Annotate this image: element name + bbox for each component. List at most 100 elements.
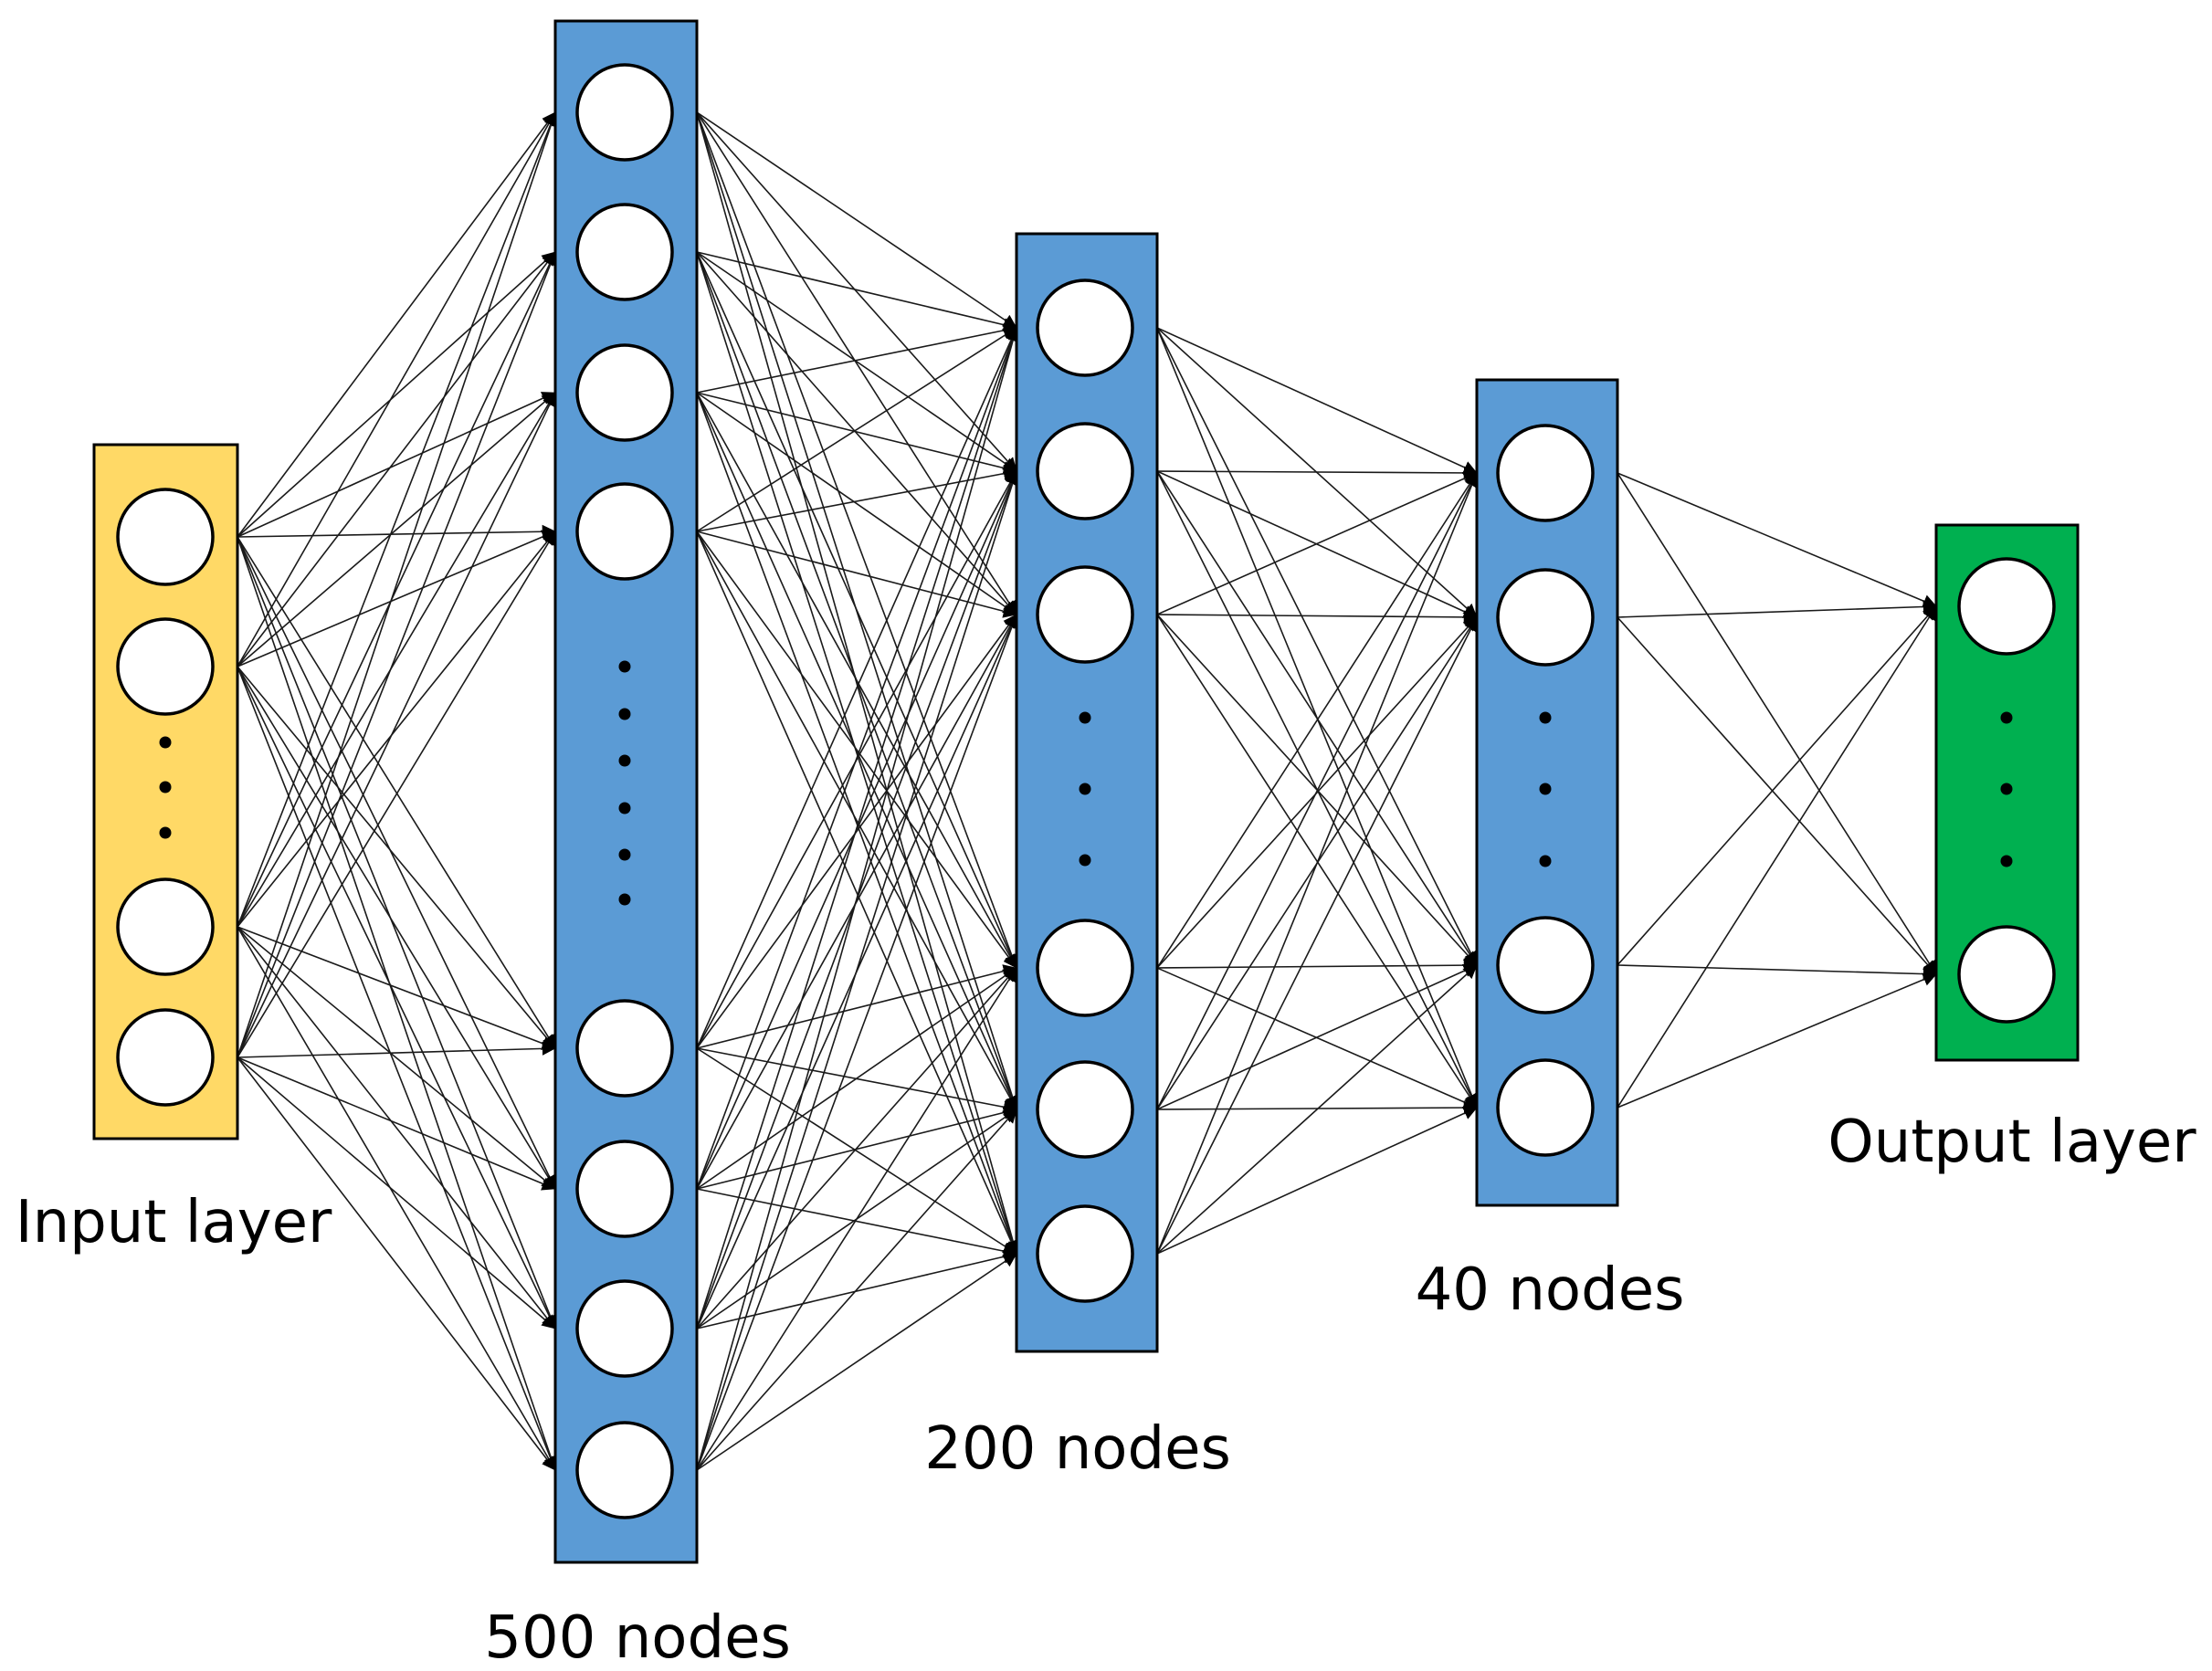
connection-line <box>237 1056 556 1329</box>
hidden1-ellipsis-dot <box>618 848 631 861</box>
connection-line <box>237 926 556 1471</box>
connection-line <box>1617 472 1937 975</box>
connection-line <box>237 111 558 1058</box>
input-ellipsis-dot <box>159 826 172 839</box>
hidden3-node <box>1496 568 1595 667</box>
connection-line <box>237 251 556 667</box>
hidden1-node <box>575 482 674 581</box>
connection-line <box>696 111 1017 615</box>
connection-line <box>696 392 1019 1255</box>
hidden-layer-500-label: 500 nodes <box>484 1604 791 1671</box>
output-ellipsis-dot <box>2000 783 2013 795</box>
connection-line <box>696 531 1017 618</box>
input-node <box>116 878 215 976</box>
connection-line <box>1617 472 1937 608</box>
ellipsis-dots <box>159 660 2013 906</box>
connection-line <box>696 392 1018 1110</box>
connection-line <box>696 251 1019 1255</box>
connection-line <box>237 251 556 538</box>
connection-line <box>696 1188 1017 1258</box>
connection-line <box>696 251 1018 969</box>
hidden1-node <box>575 1421 674 1519</box>
connection-line <box>237 666 556 1049</box>
connection-line <box>237 530 556 667</box>
connection-line <box>237 536 557 1329</box>
connection-line <box>237 536 556 1190</box>
connection-line <box>696 392 1017 969</box>
connection-line <box>696 111 1019 969</box>
connection-line <box>696 327 1020 1471</box>
connection-line <box>237 111 556 667</box>
input-layer-label: Input layer <box>16 1189 332 1256</box>
connection-line <box>237 111 556 538</box>
connection-line <box>696 327 1018 1049</box>
connection-line <box>1156 1107 1478 1255</box>
connection-line <box>1156 470 1478 966</box>
connection-line <box>696 1047 1017 1255</box>
connection-line <box>237 524 556 539</box>
connection-line <box>237 536 558 1471</box>
connection-line <box>1617 599 1937 618</box>
connection-line <box>1617 605 1937 966</box>
connection-line <box>237 392 556 667</box>
connection-line <box>696 251 1017 332</box>
connection-line <box>696 251 1017 615</box>
hidden1-ellipsis-dot <box>618 708 631 720</box>
connection-line <box>1156 471 1478 615</box>
hidden1-ellipsis-dot <box>618 660 631 673</box>
connection-line <box>1156 614 1478 1109</box>
connection-line <box>696 1109 1017 1471</box>
connection-line <box>1156 466 1478 480</box>
hidden3-node <box>1496 916 1595 1014</box>
hidden2-ellipsis-dot <box>1079 783 1091 795</box>
output-node <box>1957 557 2056 656</box>
connection-line <box>237 666 556 1329</box>
connection-line <box>1156 327 1478 474</box>
connection-line <box>696 251 1017 472</box>
connection-line <box>696 467 1017 532</box>
connection-line <box>237 666 556 1190</box>
connection-line <box>1156 472 1478 1110</box>
input-node <box>116 488 215 586</box>
hidden-layer-40-label: 40 nodes <box>1416 1256 1685 1324</box>
hidden1-node <box>575 1140 674 1238</box>
connection-line <box>1156 472 1478 969</box>
hidden1-node <box>575 343 674 442</box>
hidden3-node <box>1496 424 1595 522</box>
connection-line <box>696 531 1017 1110</box>
hidden1-node <box>575 999 674 1098</box>
connection-line <box>1617 616 1937 975</box>
connection-line <box>696 470 1019 1471</box>
connection-line <box>1156 610 1478 625</box>
connection-line <box>237 1056 556 1471</box>
connection-line <box>237 392 556 1058</box>
hidden1-ellipsis-dot <box>618 802 631 814</box>
layer-nodes <box>116 63 2056 1519</box>
connection-line <box>237 531 556 1058</box>
connection-line <box>1156 964 1478 1110</box>
connection-line <box>1617 964 1937 982</box>
connection-line <box>696 967 1017 1471</box>
hidden2-node <box>1036 1060 1134 1159</box>
hidden3-ellipsis-dot <box>1539 783 1552 795</box>
hidden-layer-200-label: 200 nodes <box>924 1415 1231 1483</box>
hidden2-node <box>1036 565 1134 664</box>
hidden1-node <box>575 203 674 301</box>
output-node <box>1957 925 2056 1024</box>
hidden3-ellipsis-dot <box>1539 855 1552 867</box>
output-ellipsis-dot <box>2000 855 2013 867</box>
input-ellipsis-dot <box>159 781 172 793</box>
connection-line <box>1156 616 1478 1255</box>
connection-line <box>696 327 1017 532</box>
connection-line <box>1156 964 1478 1255</box>
connection-line <box>696 327 1019 1190</box>
connection-line <box>237 1056 556 1191</box>
hidden2-node <box>1036 278 1134 377</box>
input-node <box>116 1008 215 1107</box>
connection-line <box>237 392 556 928</box>
connection-line <box>696 967 1017 1190</box>
hidden1-ellipsis-dot <box>618 754 631 767</box>
connection-line <box>696 392 1017 475</box>
hidden1-node <box>575 1279 674 1378</box>
